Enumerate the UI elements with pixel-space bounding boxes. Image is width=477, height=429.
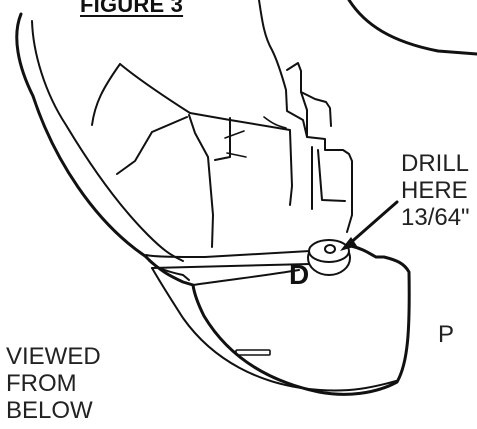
view-note-line2: FROM <box>6 369 77 397</box>
mudflap-top-edge-lower <box>151 263 311 269</box>
bracket-tab-side <box>300 91 308 138</box>
drill-note-line1: DRILL <box>401 150 470 177</box>
drill-note-line2: HERE <box>401 176 468 204</box>
bracket-web <box>289 130 293 206</box>
drain-slot <box>235 349 271 356</box>
panel-hatch-c <box>226 152 247 158</box>
rear-panel-left-edge <box>91 63 121 126</box>
mudflap-lower-flange <box>192 269 300 286</box>
mudflap-top-edge <box>145 250 311 258</box>
vehicle-edge-outline <box>347 0 477 56</box>
partial-label: P <box>438 321 455 348</box>
mudflap-outline <box>15 12 411 396</box>
rear-panel-lower-left <box>116 116 188 175</box>
drill-hole <box>324 244 336 254</box>
rear-panel-right <box>214 117 231 161</box>
drill-note: DRILL HERE 13/64" <box>401 150 477 232</box>
part-label: D <box>289 259 310 290</box>
mudflap-inner-curve <box>151 267 397 392</box>
drill-boss <box>307 239 351 276</box>
panel-hatch-a <box>224 130 245 139</box>
drill-note-line3: 13/64" <box>401 203 470 231</box>
mudflap-flange <box>146 257 190 281</box>
view-note-line3: BELOW <box>6 396 93 424</box>
view-note-line1: VIEWED <box>6 343 101 370</box>
rear-panel-top-edge <box>119 63 191 114</box>
rear-panel-inner-top <box>189 112 291 131</box>
view-note: VIEWED FROM BELOW <box>6 343 146 425</box>
mudflap-inner-rim <box>31 20 184 262</box>
panel-hatch-b <box>263 116 287 129</box>
rear-panel-lower <box>188 114 214 248</box>
figure-title: FIGURE 3 <box>80 0 184 17</box>
bracket-tab-top <box>286 62 332 127</box>
bracket-foot <box>317 149 346 202</box>
drill-arrow <box>340 200 399 251</box>
bumper-bracket-main <box>258 0 353 233</box>
